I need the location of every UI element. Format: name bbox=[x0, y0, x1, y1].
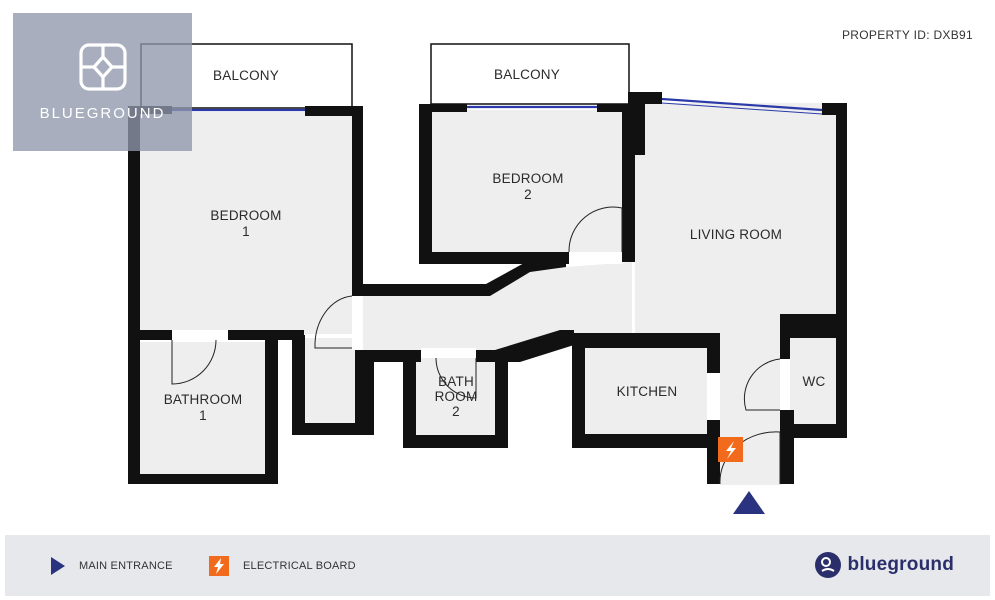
door-swing-bathroom-1 bbox=[171, 339, 217, 385]
wall bbox=[352, 106, 363, 296]
watermark-logo: BLUEGROUND bbox=[13, 13, 192, 151]
window-living-room bbox=[661, 97, 823, 112]
door-gap-bathroom-2 bbox=[421, 348, 476, 358]
living-room-floor bbox=[635, 103, 841, 335]
door-openings bbox=[172, 252, 790, 420]
door-swing-bedroom-1 bbox=[314, 295, 353, 349]
door-gap-bathroom-1 bbox=[172, 330, 228, 340]
door-gap-bedroom-1 bbox=[352, 296, 363, 350]
door-swing-wc bbox=[743, 358, 781, 411]
room-label-balcony-2: BALCONY bbox=[494, 67, 560, 82]
room-label-bedroom-2-number: 2 bbox=[524, 187, 532, 202]
legend-electrical-board: ELECTRICAL BOARD bbox=[209, 535, 356, 596]
wall bbox=[419, 104, 432, 264]
room-label-bathroom-2-number: 2 bbox=[452, 404, 460, 419]
room-label-bedroom-1: BEDROOM bbox=[210, 208, 281, 223]
room-labels: BALCONY BALCONY BEDROOM 1 BEDROOM 2 LIVI… bbox=[164, 67, 826, 423]
balcony-2-floor bbox=[432, 45, 628, 103]
hallway-floor bbox=[356, 262, 715, 355]
wall bbox=[780, 314, 790, 359]
wc-floor bbox=[790, 338, 842, 424]
wall bbox=[572, 333, 716, 348]
balcony-2-outline bbox=[430, 43, 630, 105]
bathroom-1-floor bbox=[140, 342, 265, 474]
legend-bar: MAIN ENTRANCE ELECTRICAL BOARD bluegroun… bbox=[5, 535, 990, 596]
room-label-bedroom-2: BEDROOM bbox=[492, 171, 563, 186]
watermark-brand-text: BLUEGROUND bbox=[39, 105, 166, 122]
wall bbox=[419, 252, 569, 264]
wall bbox=[265, 338, 278, 484]
play-triangle-icon bbox=[51, 556, 65, 575]
wall bbox=[572, 333, 585, 448]
room-label-kitchen: KITCHEN bbox=[617, 384, 678, 399]
wall bbox=[495, 350, 508, 448]
room-label-bathroom-1-number: 1 bbox=[199, 408, 207, 423]
wall bbox=[572, 434, 720, 448]
window-living-room-inner bbox=[661, 102, 823, 115]
door-swing-bedroom-2 bbox=[568, 206, 623, 253]
wall bbox=[597, 104, 635, 112]
wall bbox=[355, 350, 374, 434]
closet-floor bbox=[305, 338, 355, 423]
wall bbox=[495, 330, 574, 362]
wall bbox=[292, 335, 305, 435]
door-gap-kitchen bbox=[707, 373, 720, 420]
room-label-bathroom-2-line-2: ROOM bbox=[435, 389, 478, 404]
wall bbox=[292, 423, 374, 435]
wall bbox=[403, 435, 508, 448]
room-label-bedroom-1-number: 1 bbox=[242, 224, 250, 239]
wall bbox=[419, 104, 467, 112]
wall bbox=[403, 350, 416, 448]
wall bbox=[780, 314, 847, 338]
door-swing-bathroom-2 bbox=[435, 357, 477, 399]
wall bbox=[352, 256, 566, 296]
wall bbox=[707, 420, 720, 484]
wall bbox=[836, 103, 847, 339]
wall bbox=[305, 106, 363, 116]
brand-logo: blueground bbox=[814, 551, 954, 579]
room-label-balcony-1: BALCONY bbox=[213, 68, 279, 83]
brand-name: blueground bbox=[847, 554, 954, 575]
wall bbox=[780, 410, 794, 484]
wall bbox=[128, 474, 278, 484]
door-gap-bedroom-2 bbox=[569, 252, 622, 264]
wall bbox=[228, 330, 304, 340]
room-label-bathroom-2-line-1: BATH bbox=[438, 374, 474, 389]
kitchen-floor bbox=[585, 348, 711, 434]
legend-label-electrical-board: ELECTRICAL BOARD bbox=[243, 559, 356, 572]
legend-label-main-entrance: MAIN ENTRANCE bbox=[79, 559, 173, 572]
electrical-board-marker bbox=[718, 437, 743, 462]
wall bbox=[780, 424, 847, 438]
lightning-bolt-icon bbox=[209, 555, 229, 576]
legend-main-entrance: MAIN ENTRANCE bbox=[51, 535, 173, 596]
room-label-wc: WC bbox=[803, 374, 826, 389]
wall bbox=[707, 333, 720, 373]
main-entrance-marker bbox=[733, 491, 765, 514]
door-gap-wc bbox=[780, 359, 790, 410]
room-label-living-room: LIVING ROOM bbox=[690, 227, 782, 242]
wall bbox=[628, 92, 662, 155]
floor-fills bbox=[140, 45, 842, 485]
wall bbox=[140, 330, 172, 340]
bathroom-2-floor bbox=[415, 355, 495, 435]
wall bbox=[836, 330, 847, 438]
property-id: PROPERTY ID: DXB91 bbox=[841, 28, 973, 42]
room-label-bathroom-1: BATHROOM bbox=[164, 392, 243, 407]
wall bbox=[128, 106, 140, 482]
blueground-circle-icon bbox=[814, 552, 841, 578]
windows bbox=[172, 97, 823, 115]
bedroom-2-floor bbox=[432, 110, 628, 252]
blueground-logo-icon bbox=[79, 43, 127, 91]
